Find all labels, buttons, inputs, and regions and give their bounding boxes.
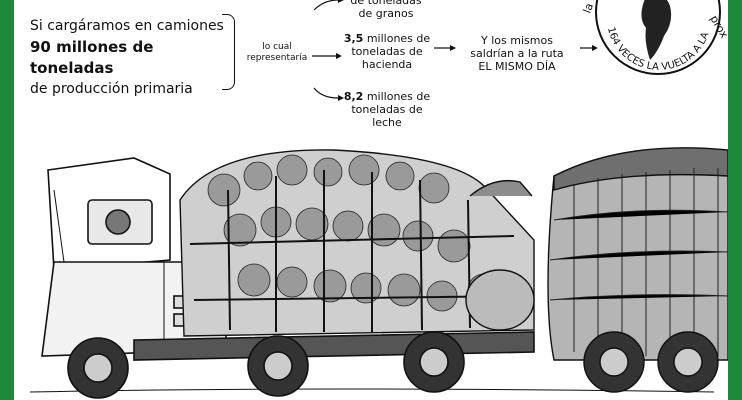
intro-line-3: de producción primaria: [30, 81, 193, 97]
branch-granos: de toneladas de granos: [342, 0, 430, 20]
arrows-layer: [29, 0, 728, 399]
branch-hacienda-text: millones de toneladas de hacienda: [351, 32, 431, 71]
branch-hacienda-number: 3,5: [343, 32, 364, 45]
branch-leche-text: millones de toneladas de leche: [351, 90, 431, 129]
branch-leche-number: 8,2: [343, 90, 364, 103]
intro-bracket: [222, 14, 235, 90]
branch-leche: 8,2 millones de toneladas de leche: [340, 90, 434, 129]
same-day-text: Y los mismos saldrían a la ruta EL MISMO…: [454, 34, 580, 73]
branch-granos-text: de toneladas de granos: [350, 0, 422, 20]
same-day-line-2: saldrían a la ruta: [470, 47, 564, 60]
earth-globe: 164 VECES LA VUELTA A LA TIERRA la co pr…: [578, 0, 728, 92]
intro-text: Si cargáramos en camiones 90 millones de…: [30, 16, 226, 100]
intro-line-2: 90 millones de toneladas: [30, 38, 154, 77]
truck-wheels-illustration: [67, 331, 535, 399]
represent-label: lo cual representaría: [246, 42, 308, 63]
truck-cargo-illustration: [179, 149, 535, 337]
grain-trailer-illustration: [547, 147, 728, 393]
globe-icon: 164 VECES LA VUELTA A LA TIERRA la co pr…: [578, 0, 728, 75]
same-day-line-3: EL MISMO DÍA: [478, 60, 556, 73]
arrow-to-granos: [313, 0, 339, 11]
intro-line-1: Si cargáramos en camiones: [30, 18, 224, 34]
arrow-to-leche: [313, 87, 339, 99]
branch-hacienda: 3,5 millones de toneladas de hacienda: [340, 32, 434, 71]
same-day-line-1: Y los mismos: [481, 34, 553, 47]
